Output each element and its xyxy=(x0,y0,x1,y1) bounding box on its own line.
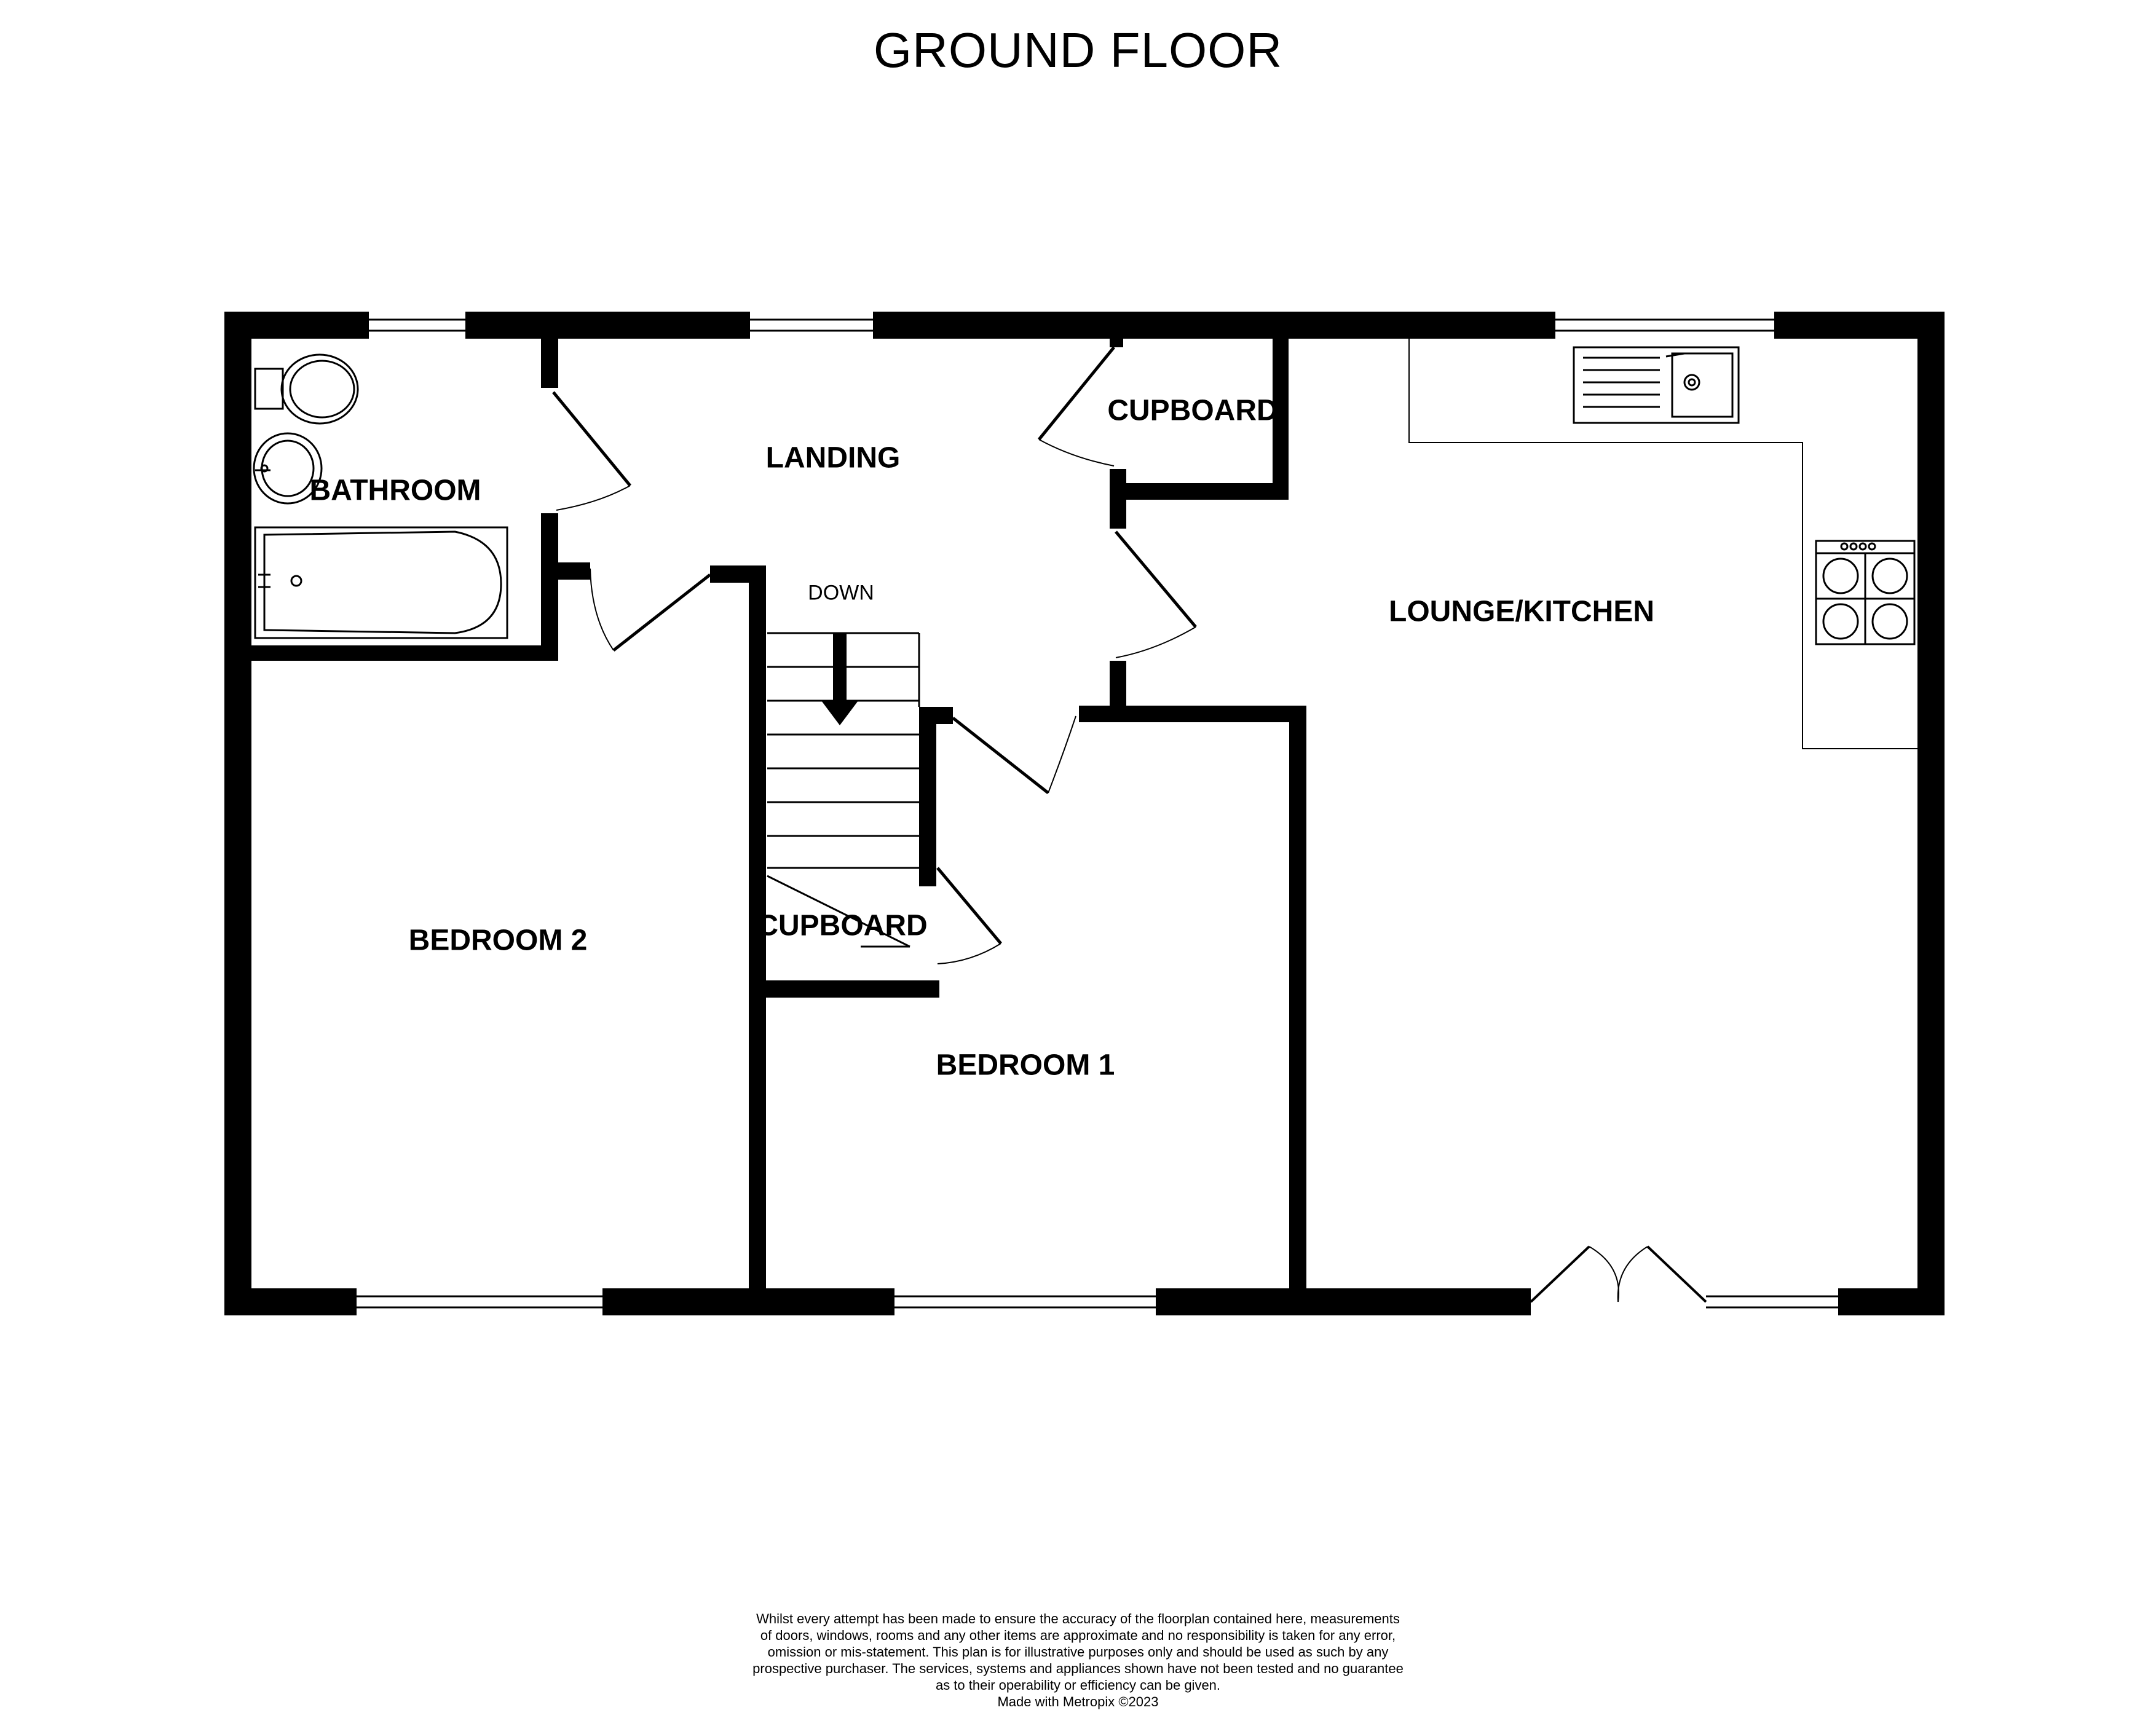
window-lounge xyxy=(1706,1288,1838,1315)
disclaimer-line: omission or mis-statement. This plan is … xyxy=(767,1644,1389,1660)
french-doors xyxy=(1530,1245,1707,1315)
credit: Made with Metropix ©2023 xyxy=(997,1694,1159,1709)
sink-icon xyxy=(1573,346,1740,424)
room-label-bedroom2: BEDROOM 2 xyxy=(408,924,588,957)
disclaimer-line: as to their operability or efficiency ca… xyxy=(935,1677,1221,1693)
disclaimer-line: Whilst every attempt has been made to en… xyxy=(756,1611,1400,1626)
stairs xyxy=(767,632,920,948)
stairs-label: DOWN xyxy=(808,581,874,605)
kitchen-worktop xyxy=(1408,339,1917,749)
windows xyxy=(357,312,1838,1315)
room-label-bedroom1: BEDROOM 1 xyxy=(936,1049,1115,1082)
interior-walls xyxy=(251,339,1306,1297)
room-label-landing: LANDING xyxy=(765,441,901,475)
basin-icon xyxy=(253,432,323,505)
room-label-cupboard-stairs: CUPBOARD xyxy=(757,909,928,942)
toilet-icon xyxy=(254,353,359,425)
floor-title: GROUND FLOOR xyxy=(873,23,1283,77)
disclaimer-line: of doors, windows, rooms and any other i… xyxy=(760,1628,1396,1643)
room-label-cupboard-top: CUPBOARD xyxy=(1107,394,1278,427)
window-bathroom xyxy=(369,312,465,339)
bath-icon xyxy=(254,526,508,639)
window-landing xyxy=(750,312,873,339)
window-bedroom2 xyxy=(357,1288,602,1315)
window-bedroom1 xyxy=(894,1288,1156,1315)
stairs-arrow-icon xyxy=(821,633,858,725)
disclaimer-line: prospective purchaser. The services, sys… xyxy=(752,1661,1404,1676)
hob-icon xyxy=(1815,540,1916,645)
doors xyxy=(552,346,1197,964)
window-kitchen xyxy=(1555,312,1774,339)
room-label-bathroom: BATHROOM xyxy=(309,474,481,507)
disclaimer: Whilst every attempt has been made to en… xyxy=(676,1610,1480,1710)
room-label-lounge-kitchen: LOUNGE/KITCHEN xyxy=(1389,595,1654,628)
outer-walls xyxy=(224,312,1945,1315)
